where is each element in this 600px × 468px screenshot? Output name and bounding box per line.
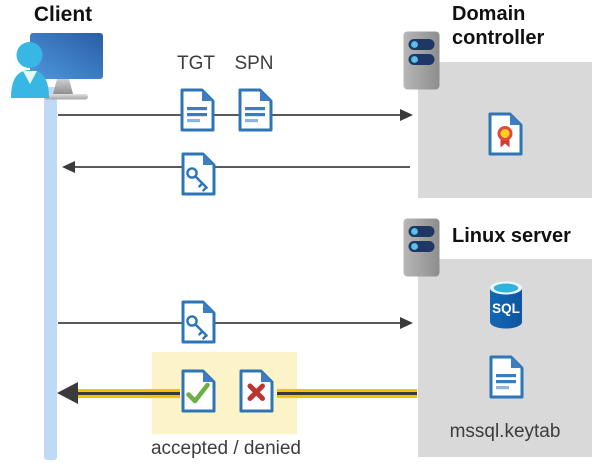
keytab-filename-label: mssql.keytab	[449, 421, 561, 442]
response-arrowhead-icon	[57, 382, 78, 404]
domain-controller-server-icon	[403, 31, 440, 90]
spn-label: SPN	[234, 53, 274, 74]
key-ticket-document-icon	[181, 152, 216, 196]
client-lifeline	[44, 87, 57, 460]
denied-document-icon	[239, 369, 274, 413]
keytab-document-icon	[489, 355, 524, 399]
certificate-document-icon	[488, 112, 523, 156]
key-ticket-document-icon-2	[181, 300, 216, 344]
response-arrow-core-right	[277, 392, 417, 395]
linux-server-label: Linux server	[452, 225, 571, 247]
present-ticket-arrow-line	[58, 322, 400, 324]
ticket-return-arrow-line	[75, 166, 410, 168]
response-arrow-core-left	[76, 392, 180, 395]
sql-icon-label: SQL	[492, 301, 520, 316]
domain-controller-label: Domain controller	[452, 3, 545, 49]
sql-database-icon: SQL	[490, 281, 522, 329]
accepted-document-icon	[181, 369, 216, 413]
tgt-document-icon	[180, 88, 215, 132]
linux-server-icon	[403, 218, 440, 277]
request-arrow-line	[58, 114, 400, 116]
tgt-label: TGT	[177, 53, 215, 74]
spn-document-icon	[238, 88, 273, 132]
present-ticket-arrowhead-icon	[400, 317, 413, 329]
monitor-icon	[30, 33, 103, 79]
ticket-return-arrowhead-icon	[62, 161, 75, 173]
accepted-denied-label: accepted / denied	[150, 438, 301, 459]
request-arrowhead-icon	[400, 109, 413, 121]
client-workstation-icon	[11, 33, 103, 100]
client-label: Client	[33, 3, 93, 26]
